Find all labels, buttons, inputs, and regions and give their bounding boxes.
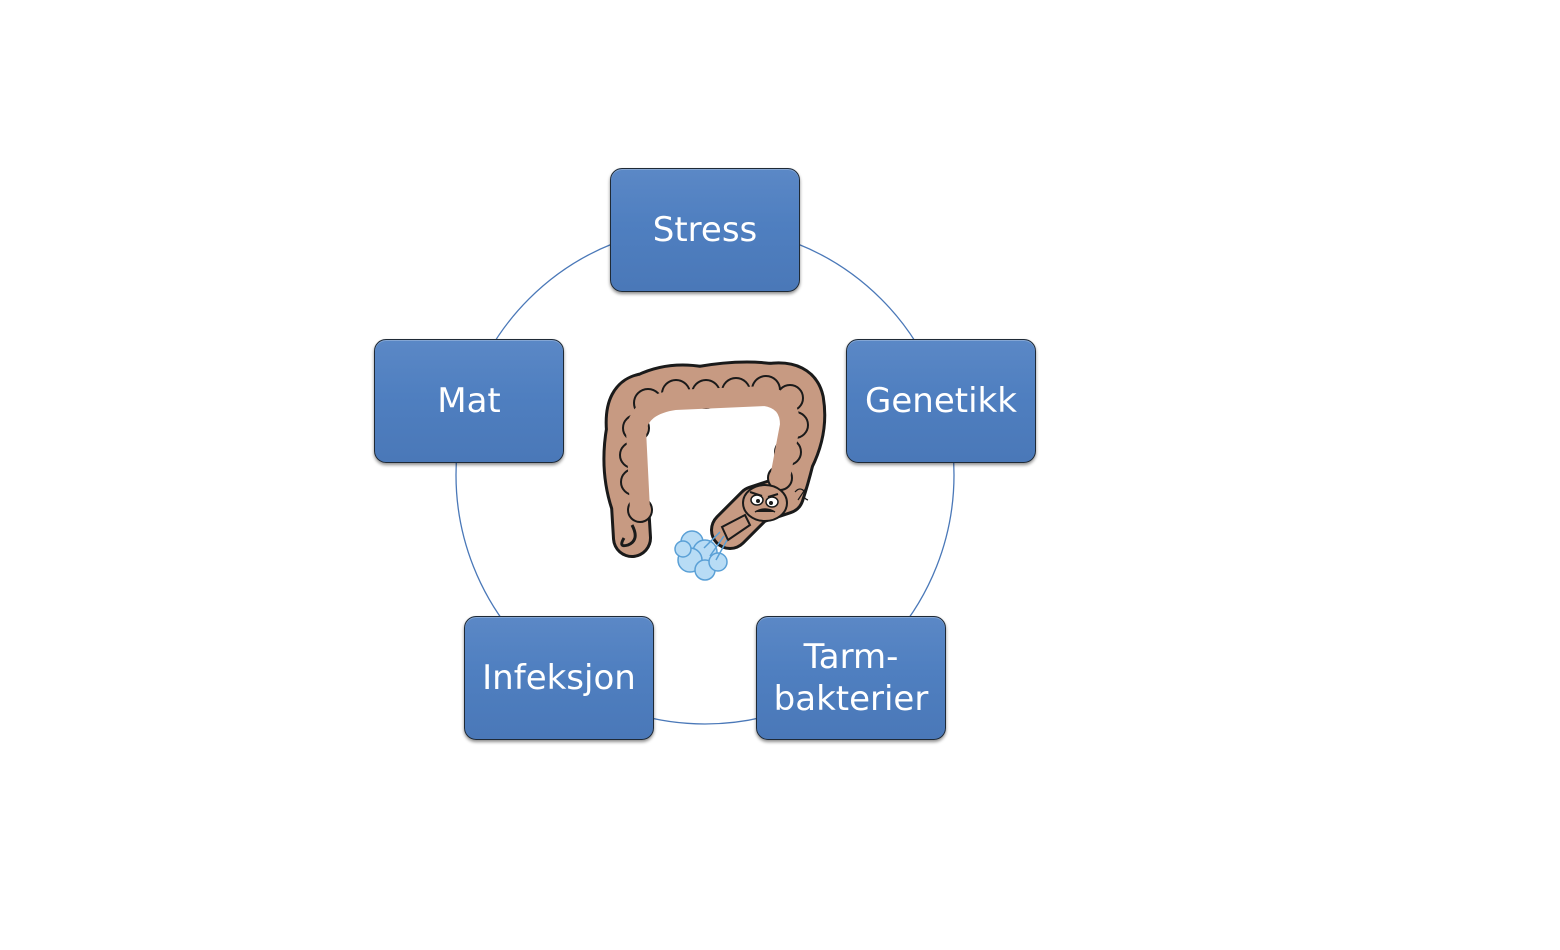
- node-tarmbakterier: Tarm- bakterier: [756, 616, 946, 740]
- colon-cartoon-icon: [602, 360, 827, 581]
- node-infeksjon: Infeksjon: [464, 616, 654, 740]
- node-genetikk: Genetikk: [846, 339, 1036, 463]
- node-stress: Stress: [610, 168, 800, 292]
- node-mat: Mat: [374, 339, 564, 463]
